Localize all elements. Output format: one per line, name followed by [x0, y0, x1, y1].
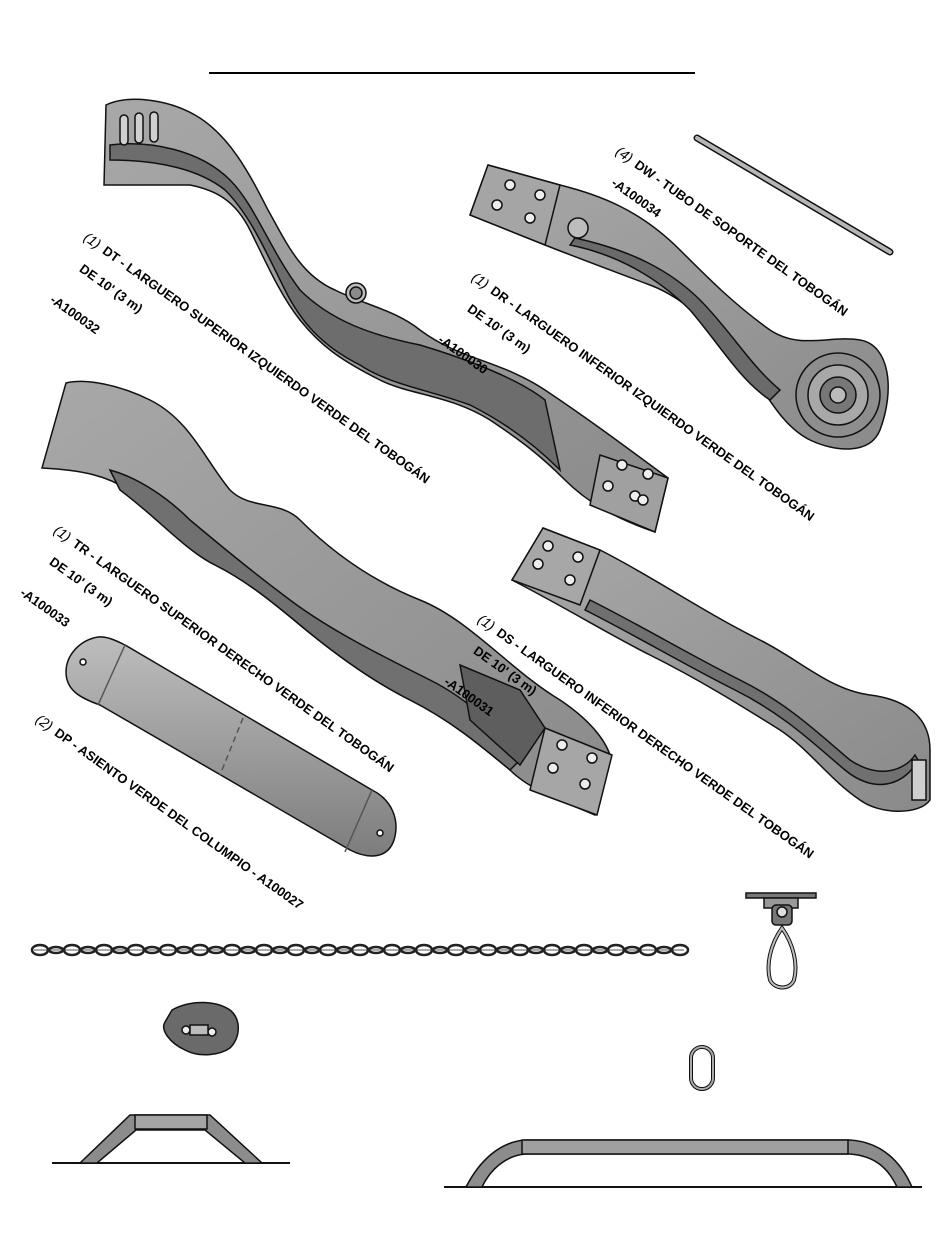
tr-rail-drawing	[41, 380, 613, 817]
dw-tube-drawing	[693, 134, 894, 256]
short-handle-drawing	[52, 1114, 290, 1164]
ds-rail-drawing	[510, 527, 931, 812]
chain-drawing	[30, 943, 690, 957]
dt-rail-drawing	[103, 98, 669, 534]
dr-qty: (1)	[469, 268, 493, 292]
dr-rail-drawing	[469, 164, 889, 450]
tr-qty: (1)	[51, 521, 75, 545]
ds-qty: (1)	[475, 610, 499, 634]
dt-qty: (1)	[81, 228, 105, 252]
clamp-drawing	[163, 1001, 239, 1056]
dp-seat-drawing	[65, 636, 397, 857]
chain-link	[670, 943, 690, 957]
carabiner-drawing	[689, 1045, 715, 1091]
long-handle-drawing	[444, 1139, 922, 1188]
swing-hanger-drawing	[745, 892, 817, 990]
dw-qty: (4)	[613, 142, 637, 166]
